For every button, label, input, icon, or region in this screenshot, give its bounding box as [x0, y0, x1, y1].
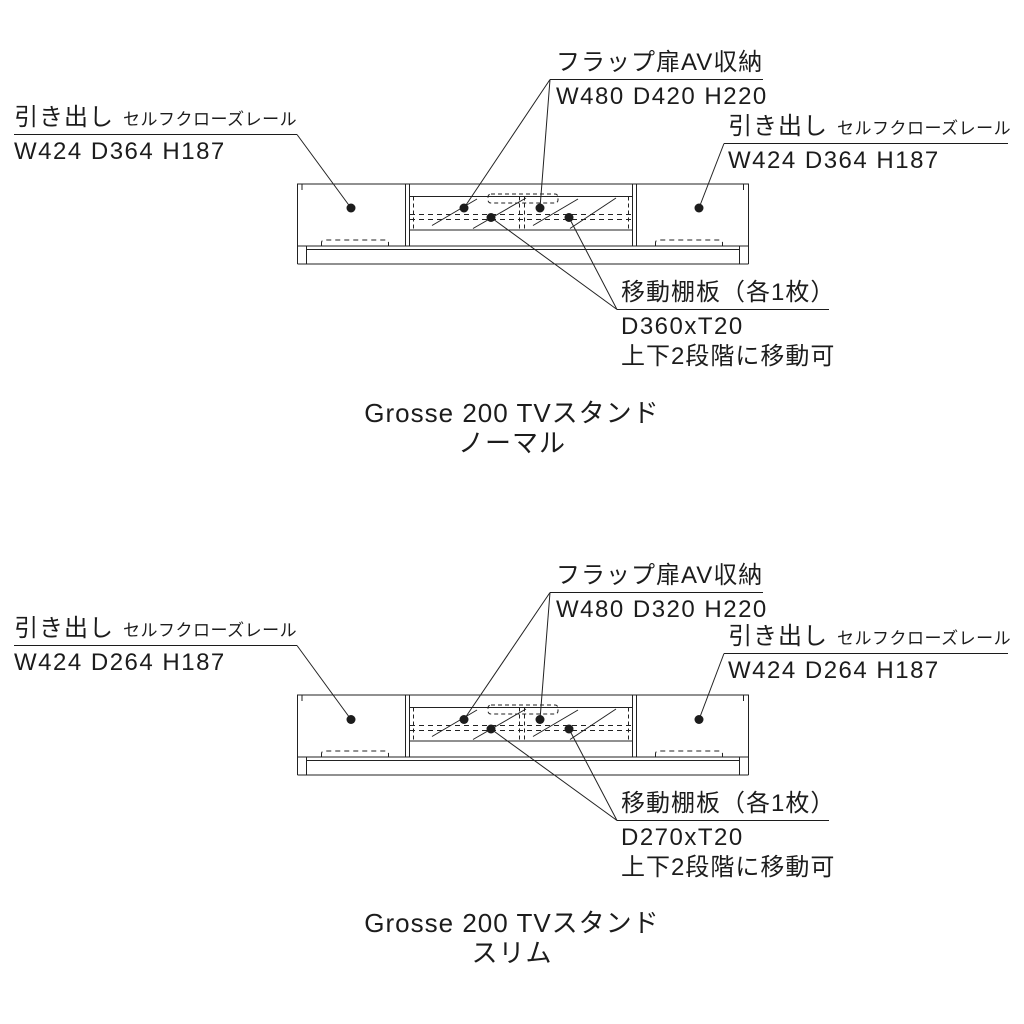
caption-line1: Grosse 200 TVスタンド	[364, 908, 660, 938]
leader-lines-normal	[296, 79, 725, 310]
label-note: 上下2段階に移動可	[621, 342, 836, 370]
dot-shelf-left	[486, 724, 496, 734]
label-title-row: 引き出し セルフクローズレール	[14, 615, 297, 646]
caption-slim: Grosse 200 TVスタンド スリム	[0, 908, 1024, 968]
dot-shelf-left	[486, 213, 496, 222]
leader-lines-slim	[296, 592, 725, 821]
label-title: フラップ扉AV収納	[556, 49, 764, 76]
leader-flap-a	[463, 592, 551, 720]
label-drawer-right-slim: 引き出し セルフクローズレール W424 D264 H187	[724, 623, 1012, 685]
label-subtitle: セルフクローズレール	[123, 110, 298, 129]
label-title-row: 引き出し セルフクローズレール	[724, 623, 1012, 654]
label-dims: W480 D420 H220	[556, 82, 768, 110]
label-title-row: フラップ扉AV収納	[550, 49, 763, 80]
label-subtitle: セルフクローズレール	[123, 621, 298, 640]
dot-flap-left	[459, 203, 469, 213]
cabinet-drawing-slim	[297, 694, 749, 776]
leader-shelf-b	[568, 728, 618, 821]
caption-normal: Grosse 200 TVスタンド ノーマル	[0, 398, 1024, 458]
label-shelf-normal: 移動棚板（各1枚） D360xT20 上下2段階に移動可	[617, 279, 836, 371]
dot-drawer-left	[346, 715, 356, 724]
dot-shelf-right	[564, 724, 574, 734]
dot-drawer-right	[694, 715, 704, 724]
leader-shelf-a	[490, 217, 618, 310]
label-title: 移動棚板（各1枚）	[621, 790, 836, 817]
label-title: 移動棚板（各1枚）	[621, 279, 836, 306]
leader-shelf-b	[568, 217, 618, 310]
label-drawer-right-normal: 引き出し セルフクローズレール W424 D364 H187	[724, 113, 1012, 175]
dot-drawer-left	[346, 203, 356, 213]
leader-dots-slim	[346, 715, 704, 734]
dot-flap-right	[535, 715, 545, 724]
dot-flap-right	[535, 203, 545, 213]
leader-drawer-right	[698, 143, 725, 209]
label-title-row: フラップ扉AV収納	[550, 562, 763, 593]
label-dims: W424 D264 H187	[728, 656, 940, 684]
leader-dots-normal	[346, 203, 704, 222]
caption-line2: スリム	[471, 938, 553, 968]
leader-flap-b	[539, 592, 551, 720]
label-title-row: 移動棚板（各1枚）	[617, 279, 834, 310]
label-dims: W424 D364 H187	[14, 137, 226, 165]
label-drawer-left-normal: 引き出し セルフクローズレール W424 D364 H187	[14, 104, 297, 166]
label-subtitle: セルフクローズレール	[837, 629, 1012, 648]
label-flap-slim: フラップ扉AV収納 W480 D320 H220	[550, 562, 768, 624]
label-dims: W424 D264 H187	[14, 648, 226, 676]
leader-drawer-left	[296, 645, 352, 720]
label-subtitle: セルフクローズレール	[837, 119, 1012, 138]
caption-line1: Grosse 200 TVスタンド	[364, 398, 660, 428]
label-title-row: 引き出し セルフクローズレール	[14, 104, 297, 135]
leader-flap-b	[539, 79, 551, 209]
label-title-row: 引き出し セルフクローズレール	[724, 113, 1012, 144]
label-flap-normal: フラップ扉AV収納 W480 D420 H220	[550, 49, 768, 111]
label-dims: D270xT20	[621, 823, 744, 851]
label-drawer-left-slim: 引き出し セルフクローズレール W424 D264 H187	[14, 615, 297, 677]
caption-line2: ノーマル	[457, 428, 566, 458]
label-title: 引き出し	[14, 615, 114, 642]
label-dims: D360xT20	[621, 312, 744, 340]
label-title: フラップ扉AV収納	[556, 562, 764, 589]
leader-shelf-a	[490, 728, 618, 821]
label-title-row: 移動棚板（各1枚）	[617, 790, 834, 821]
cabinet-drawing-normal	[297, 183, 749, 265]
dot-flap-left	[459, 715, 469, 724]
leader-drawer-right	[698, 653, 725, 720]
label-dims: W480 D320 H220	[556, 595, 768, 623]
leader-flap-a	[463, 79, 551, 209]
leader-drawer-left	[296, 134, 352, 209]
label-shelf-slim: 移動棚板（各1枚） D270xT20 上下2段階に移動可	[617, 790, 836, 882]
label-title: 引き出し	[14, 104, 114, 131]
label-note: 上下2段階に移動可	[621, 853, 836, 881]
label-title: 引き出し	[728, 113, 828, 140]
dot-drawer-right	[694, 203, 704, 213]
label-title: 引き出し	[728, 623, 828, 650]
dot-shelf-right	[564, 213, 574, 222]
label-dims: W424 D364 H187	[728, 146, 940, 174]
